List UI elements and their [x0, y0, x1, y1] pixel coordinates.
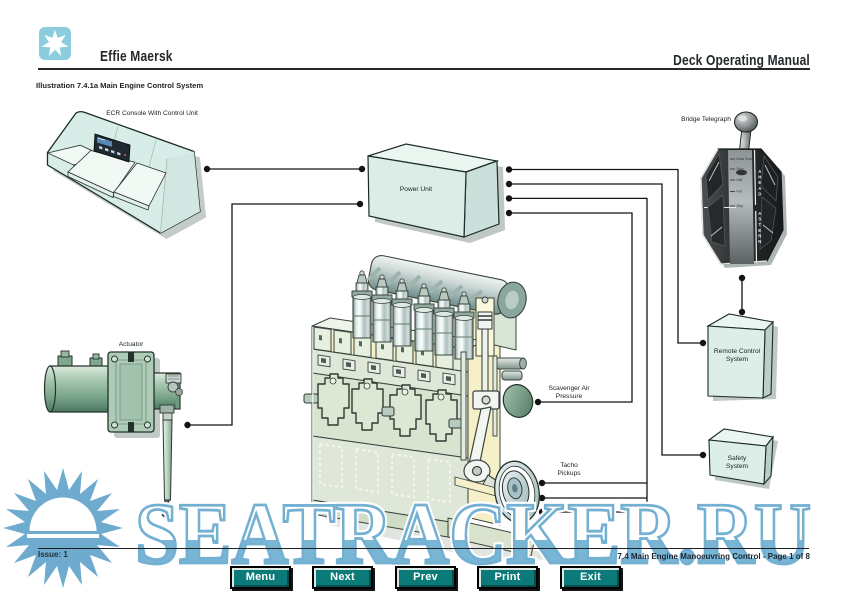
telegraph-astern-text: ASTERN: [757, 211, 763, 245]
label-safety-system: Safety System: [726, 455, 748, 471]
next-button[interactable]: Next: [312, 566, 373, 589]
footer-rule: [38, 548, 809, 550]
camshaft: [495, 357, 527, 381]
telegraph-ahead-text: AHEAD: [757, 169, 763, 197]
svg-text:Half: Half: [737, 178, 743, 182]
label-bridge-telegraph: Bridge Telegraph: [681, 116, 731, 123]
section-page-reference: 7.4 Main Engine Manoeuvring Control - Pa…: [617, 551, 810, 561]
svg-text:Dead Slow: Dead Slow: [737, 157, 753, 161]
piston-cutaway: [475, 296, 495, 392]
label-scavenger-air-pressure: Scavenger Air Pressure: [548, 385, 590, 401]
label-power-unit: Power Unit: [399, 186, 433, 193]
print-button[interactable]: Print: [477, 566, 538, 589]
ship-name: Effie Maersk: [100, 48, 173, 65]
maersk-star-logo: [39, 27, 71, 60]
wire-dots: [184, 165, 746, 516]
issue-number: Issue: 1: [38, 550, 68, 559]
ecr-console-art: [46, 110, 206, 239]
telegraph-wings: [705, 152, 779, 250]
prev-button[interactable]: Prev: [395, 566, 456, 589]
label-remote-control-system: Remote Control System: [713, 348, 761, 364]
actuator-valve: [165, 373, 183, 396]
menu-button[interactable]: Menu: [230, 566, 291, 589]
wires: [187, 168, 743, 513]
illustration-title: Illustration 7.4.1a Main Engine Control …: [36, 81, 204, 90]
actuator-art: [43, 350, 183, 518]
header-rule: [38, 68, 810, 70]
exhaust-valves: [351, 270, 475, 360]
manual-title: Deck Operating Manual: [673, 52, 810, 69]
label-actuator: Actuator: [118, 341, 144, 348]
flywheel: [494, 460, 540, 524]
ecr-control-unit: [93, 133, 131, 163]
svg-text:Slow: Slow: [737, 167, 745, 171]
svg-text:Stop: Stop: [737, 204, 744, 208]
power-unit-art: [367, 143, 505, 243]
main-engine-art: [303, 254, 560, 560]
safety-system-art: [707, 428, 778, 489]
svg-text:Full: Full: [737, 190, 742, 194]
label-tacho-pickups: Tacho Pickups: [557, 462, 581, 478]
exit-button[interactable]: Exit: [560, 566, 621, 589]
bridge-telegraph-art: Dead Slow Slow Half Full Stop: [700, 111, 787, 268]
label-ecr-console: ECR Console With Control Unit: [106, 110, 198, 117]
remote-control-art: [706, 313, 778, 401]
